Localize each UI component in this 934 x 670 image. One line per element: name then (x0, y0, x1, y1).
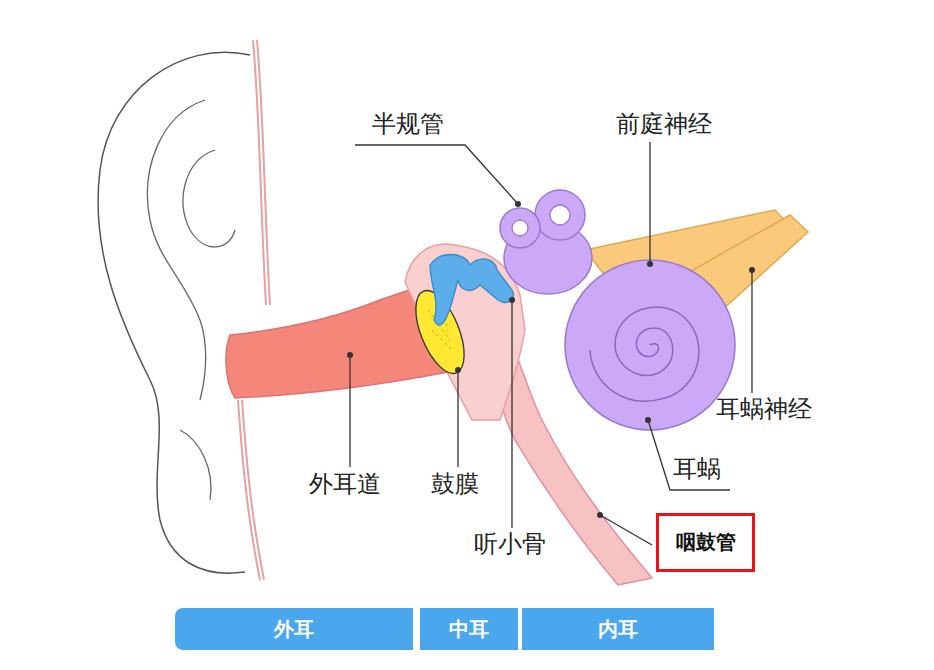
skin-line (255, 40, 268, 305)
semicircular-canal (535, 190, 585, 240)
leader-dot (645, 417, 651, 423)
part-label: 半规管 (372, 111, 444, 139)
region-band: 中耳 (420, 608, 518, 650)
node-text: 外耳 (274, 616, 314, 643)
leader-line (355, 145, 518, 204)
leader-line (349, 355, 350, 467)
leader-dot (749, 267, 755, 273)
part-label: 听小骨 (474, 531, 546, 559)
pinna-fold (147, 100, 205, 400)
canal-hole (550, 205, 570, 225)
region-band: 内耳 (522, 608, 714, 650)
leader-line (751, 270, 752, 393)
leader-line (511, 300, 512, 528)
leader-line (457, 370, 458, 467)
skin-line (240, 400, 262, 580)
ossicles (430, 254, 513, 325)
part-label: 耳蜗 (673, 456, 721, 484)
semicircular-canal (500, 208, 540, 248)
canal-hole (512, 220, 528, 236)
region-band: 外耳 (175, 608, 413, 650)
leader-line (648, 420, 730, 490)
leader-dot (347, 352, 353, 358)
node-text: 中耳 (449, 616, 489, 643)
cochlea (565, 260, 735, 430)
pinna-outline (98, 52, 250, 573)
leader-line (649, 142, 650, 264)
leader-dot (597, 512, 603, 518)
leader-dot (509, 297, 515, 303)
cochlea-spiral (590, 307, 699, 401)
pinna-fold (180, 430, 211, 500)
highlight-box: 咽鼓管 (656, 513, 755, 572)
part-label: 外耳道 (309, 471, 381, 499)
part-label: 耳蜗神经 (716, 396, 812, 424)
node-text: 内耳 (598, 616, 638, 643)
leader-dot (647, 261, 653, 267)
leader-dot (455, 367, 461, 373)
part-label: 前庭神经 (616, 111, 712, 139)
skin-line (255, 40, 268, 305)
node-text: 咽鼓管 (676, 529, 736, 556)
skin-line (240, 400, 262, 580)
part-label: 鼓膜 (431, 471, 479, 499)
leader-line (600, 515, 652, 545)
leader-dot (515, 201, 521, 207)
pinna-fold (183, 150, 235, 247)
